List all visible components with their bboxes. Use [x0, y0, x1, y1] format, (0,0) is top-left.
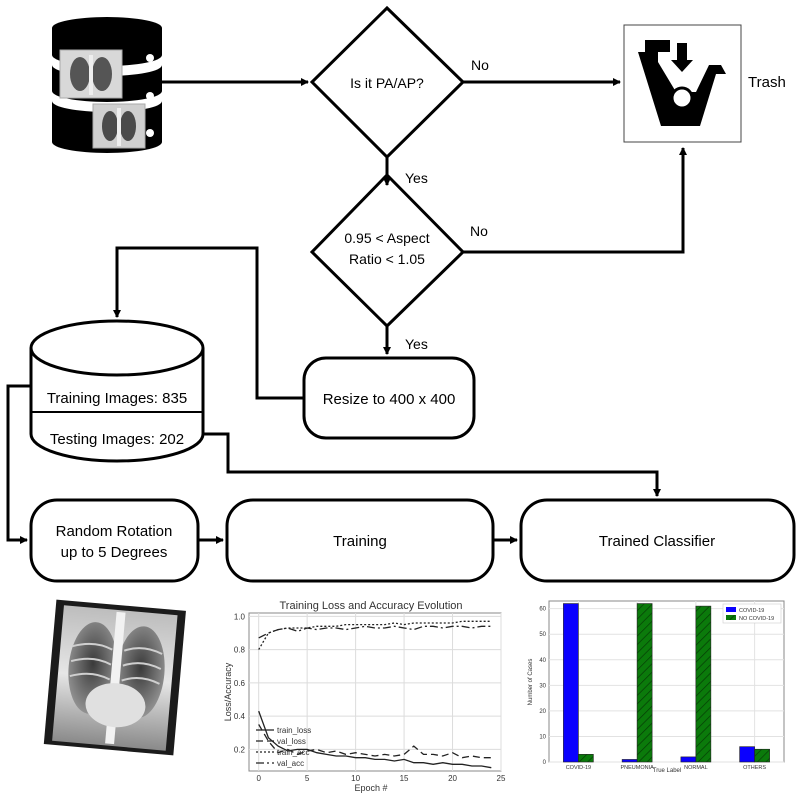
classifier-label: Trained Classifier: [599, 533, 715, 550]
xray-thumbnail-2: [92, 103, 146, 149]
bar-chart-ytick: 20: [539, 709, 546, 715]
decision1-yes-label: Yes: [405, 170, 428, 186]
bar-NO COVID-19-COVID-19: [578, 754, 594, 763]
resize-box: Resize to 400 x 400: [302, 356, 476, 440]
line-chart-xtick: 20: [448, 774, 457, 783]
bar-chart-ylabel: Number of Cases: [528, 659, 534, 706]
legend-label-val_acc: val_acc: [277, 759, 304, 768]
series-line-train_loss: [258, 710, 492, 769]
arrow-resize-to-dataset: [113, 246, 304, 400]
bar-COVID-19-PNEUMONIA: [621, 759, 638, 763]
line-chart-xlabel: Epoch #: [354, 783, 387, 793]
bar-chart-xlabel: True Label: [653, 768, 681, 774]
loss-accuracy-chart: Training Loss and Accuracy Evolution 0 5 1…: [223, 600, 506, 793]
line-chart-ytick: 0.4: [234, 712, 246, 721]
bar-NO COVID-19-OTHERS: [754, 748, 770, 763]
series-line-val_acc: [258, 625, 492, 639]
aspect-ratio-label-line1: 0.95 < Aspect: [344, 230, 429, 246]
aspect-ratio-label-line2: Ratio < 1.05: [349, 251, 425, 267]
bar-chart-ytick: 0: [543, 760, 547, 766]
bar-legend-label-NO COVID-19: NO COVID-19: [739, 616, 774, 622]
bar-chart-ytick: 30: [539, 683, 546, 689]
bar-chart-xtick: COVID-19: [566, 765, 591, 771]
line-chart-xtick: 0: [256, 774, 261, 783]
resize-label: Resize to 400 x 400: [323, 391, 456, 408]
bar-COVID-19-OTHERS: [739, 746, 755, 763]
bar-chart-ytick: 10: [539, 734, 546, 740]
line-chart-xtick: 15: [400, 774, 409, 783]
trained-classifier-box: Trained Classifier: [519, 498, 796, 583]
line-chart-ytick: 0.2: [234, 745, 246, 754]
arrow-decision2-no-to-trash: [463, 147, 687, 254]
dataset-cylinder: Training Images: 835 Testing Images: 202: [29, 319, 205, 463]
testing-images-label: Testing Images: 202: [50, 431, 184, 448]
database-icon: [52, 17, 162, 153]
bar-COVID-19-NORMAL: [680, 756, 697, 763]
arrow-dataset-to-rotation: [6, 384, 31, 544]
rotation-label-line1: Random Rotation: [56, 523, 173, 540]
line-chart-ytick: 1.0: [234, 612, 246, 621]
bar-legend-swatch-NO COVID-19: [726, 615, 736, 620]
bar-chart-xtick: OTHERS: [743, 765, 766, 771]
decision-pa-ap: Is it PA/AP?: [309, 5, 466, 160]
training-images-label: Training Images: 835: [47, 390, 187, 407]
trash-bin-icon: [623, 24, 742, 143]
legend-label-val_loss: val_loss: [277, 737, 306, 746]
bar-legend-label-COVID-19: COVID-19: [739, 608, 764, 614]
series-line-val_loss: [258, 724, 492, 759]
chest-xray-icon: [43, 599, 186, 756]
bar-chart-ytick: 60: [539, 607, 546, 613]
line-chart-xtick: 25: [497, 774, 506, 783]
line-chart-xtick: 5: [305, 774, 310, 783]
trash-label: Trash: [748, 74, 786, 91]
arrow-testing-to-classifier: [203, 432, 661, 497]
legend-label-train_acc: train_acc: [277, 748, 309, 757]
line-chart-title: Training Loss and Accuracy Evolution: [279, 600, 462, 612]
bar-chart-xtick: NORMAL: [684, 765, 708, 771]
decision1-no-label: No: [471, 57, 489, 73]
bar-chart-ytick: 40: [539, 658, 546, 664]
rotation-label-line2: up to 5 Degrees: [61, 544, 168, 561]
bar-chart-ytick: 50: [539, 632, 546, 638]
line-chart-ylabel: Loss/Accuracy: [223, 662, 233, 721]
series-line-train_acc: [258, 620, 492, 650]
bar-legend-box: [722, 603, 782, 624]
random-rotation-box: Random Rotation up to 5 Degrees: [29, 498, 200, 583]
bar-chart-frame: [548, 600, 785, 763]
bar-NO COVID-19-NORMAL: [695, 605, 712, 763]
bar-chart-xtick: PNEUMONIA: [620, 765, 654, 771]
xray-thumbnail-1: [59, 49, 123, 99]
connectors: [6, 78, 687, 544]
decision-pa-ap-label: Is it PA/AP?: [350, 75, 424, 91]
decision-aspect-ratio: 0.95 < Aspect Ratio < 1.05: [309, 172, 466, 329]
training-label: Training: [333, 533, 387, 550]
line-chart-xtick: 10: [351, 774, 360, 783]
bar-NO COVID-19-PNEUMONIA: [636, 603, 653, 763]
training-box: Training: [225, 498, 495, 583]
bar-COVID-19-COVID-19: [563, 603, 579, 763]
line-chart-ytick: 0.8: [234, 646, 246, 655]
decision2-no-label: No: [470, 223, 488, 239]
legend-label-train_loss: train_loss: [277, 726, 311, 735]
bar-legend-swatch-COVID-19: [726, 607, 736, 612]
line-chart-ytick: 0.6: [234, 679, 246, 688]
decision2-yes-label: Yes: [405, 336, 428, 352]
